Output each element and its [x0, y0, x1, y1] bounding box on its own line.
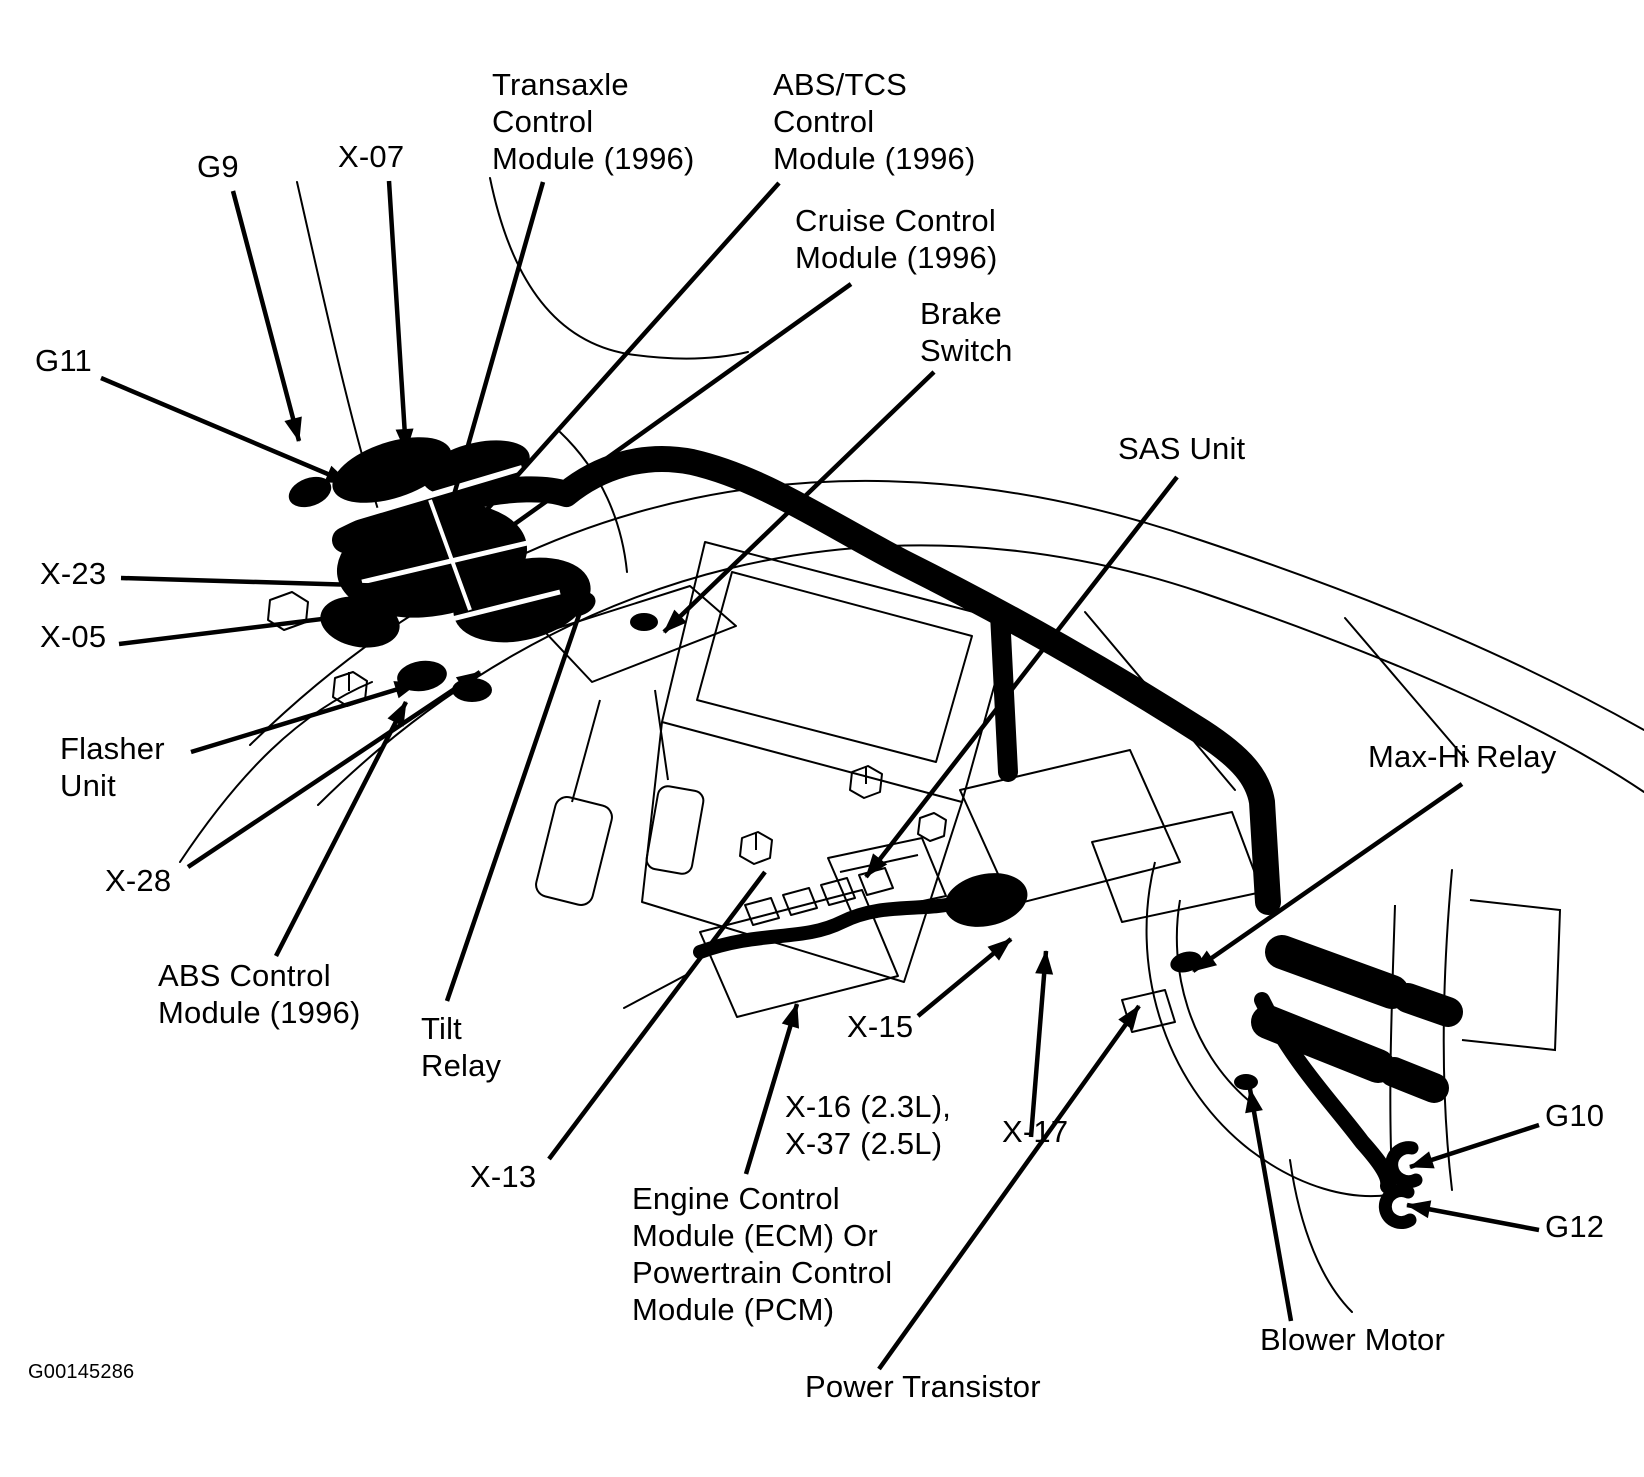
leader-abs-tcs-module [464, 181, 781, 535]
leader-x28 [186, 670, 482, 869]
label-x13: X-13 [470, 1159, 537, 1194]
blower-housing [1145, 861, 1562, 1198]
label-g11: G11 [35, 343, 92, 378]
label-g12: G12 [1545, 1209, 1605, 1244]
label-x07: X-07 [338, 139, 405, 174]
label-tilt-relay: Tilt Relay [421, 1011, 502, 1083]
label-x17: X-17 [1002, 1114, 1069, 1149]
figure-code: G00145286 [28, 1361, 135, 1383]
ecm-and-relay-boxes [267, 591, 1263, 1033]
label-g9: G9 [197, 149, 239, 184]
label-abs-control-module: ABS Control Module (1996) [158, 958, 361, 1030]
leader-x23 [120, 575, 427, 596]
dashboard-outline [179, 177, 1644, 1313]
leader-g12 [1406, 1200, 1540, 1233]
label-abs-tcs-control-module: ABS/TCS Control Module (1996) [773, 67, 976, 176]
leader-tilt-relay [444, 611, 583, 1002]
leader-x15 [916, 937, 1013, 1018]
leader-power-transistor [877, 1004, 1141, 1371]
leader-flasher-unit [190, 680, 419, 755]
center-console [641, 541, 1013, 983]
label-ecm-pcm: Engine Control Module (ECM) Or Powertrai… [632, 1181, 893, 1327]
label-x23: X-23 [40, 556, 107, 591]
wiring-harness [332, 446, 1463, 1230]
label-g10: G10 [1545, 1098, 1605, 1133]
label-power-transistor: Power Transistor [805, 1369, 1041, 1404]
label-sas-unit: SAS Unit [1118, 431, 1246, 466]
leader-g11 [100, 375, 350, 486]
leader-cruise-module [479, 282, 853, 550]
leader-blower-motor [1245, 1088, 1294, 1322]
label-brake-switch: Brake Switch [920, 296, 1013, 368]
leader-abs-control-module [273, 700, 409, 958]
label-x28: X-28 [105, 863, 172, 898]
leader-x07 [386, 180, 414, 453]
label-flasher-unit: Flasher Unit [60, 731, 165, 803]
leader-x05 [118, 599, 429, 647]
label-blower-motor: Blower Motor [1260, 1322, 1446, 1357]
leader-x17 [1028, 950, 1054, 1138]
label-x05: X-05 [40, 619, 107, 654]
label-x15: X-15 [847, 1009, 914, 1044]
steering-column-and-pedals [535, 585, 737, 906]
leader-x16-x37 [743, 1003, 800, 1175]
leader-x13 [547, 870, 767, 1161]
label-max-hi-relay: Max-Hi Relay [1368, 739, 1557, 774]
connector-cluster [288, 437, 1258, 1090]
leader-max-hi-relay [1191, 782, 1464, 973]
label-cruise-control-module: Cruise Control Module (1996) [795, 203, 998, 275]
label-transaxle-control-module: Transaxle Control Module (1996) [492, 67, 695, 176]
leader-g10 [1409, 1122, 1540, 1170]
leader-transaxle-module [443, 181, 546, 524]
leader-brake-switch [662, 370, 936, 634]
leader-sas-unit [864, 475, 1179, 879]
leader-g9 [230, 190, 302, 442]
leader-lines [100, 180, 1540, 1371]
label-x16-x37: X-16 (2.3L), X-37 (2.5L) [785, 1089, 952, 1161]
